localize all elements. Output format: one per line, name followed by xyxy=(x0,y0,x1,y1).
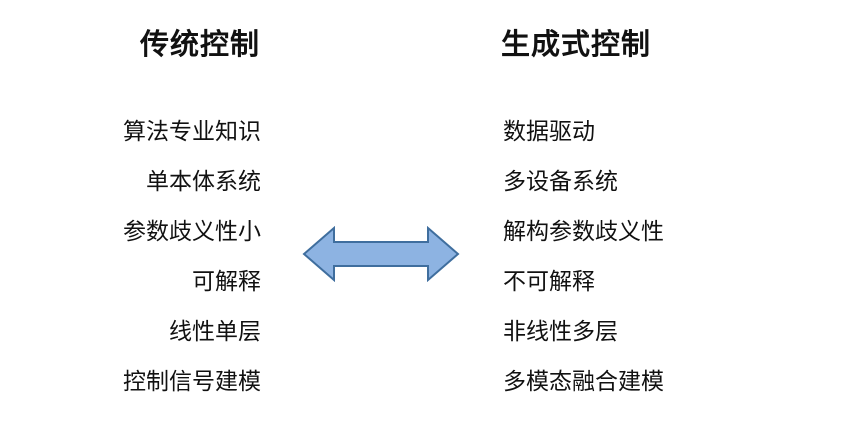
generative-control-list: 数据驱动 多设备系统 解构参数歧义性 不可解释 非线性多层 多模态融合建模 xyxy=(503,110,664,410)
list-item: 多模态融合建模 xyxy=(503,369,664,395)
list-item: 非线性多层 xyxy=(503,319,618,345)
traditional-control-title: 传统控制 xyxy=(139,27,260,61)
list-item: 数据驱动 xyxy=(503,119,595,145)
list-item: 算法专业知识 xyxy=(123,119,261,145)
list-item: 单本体系统 xyxy=(146,169,261,195)
traditional-control-list: 算法专业知识 单本体系统 参数歧义性小 可解释 线性单层 控制信号建模 xyxy=(123,110,261,410)
list-item: 解构参数歧义性 xyxy=(503,219,664,245)
list-item: 线性单层 xyxy=(169,319,261,345)
double-arrow-icon xyxy=(302,226,460,282)
list-item: 不可解释 xyxy=(503,269,595,295)
generative-control-title: 生成式控制 xyxy=(501,27,652,61)
list-item: 多设备系统 xyxy=(503,169,618,195)
list-item: 可解释 xyxy=(192,269,261,295)
double-arrow-shape xyxy=(302,226,460,282)
list-item: 参数歧义性小 xyxy=(123,219,261,245)
list-item: 控制信号建模 xyxy=(123,369,261,395)
